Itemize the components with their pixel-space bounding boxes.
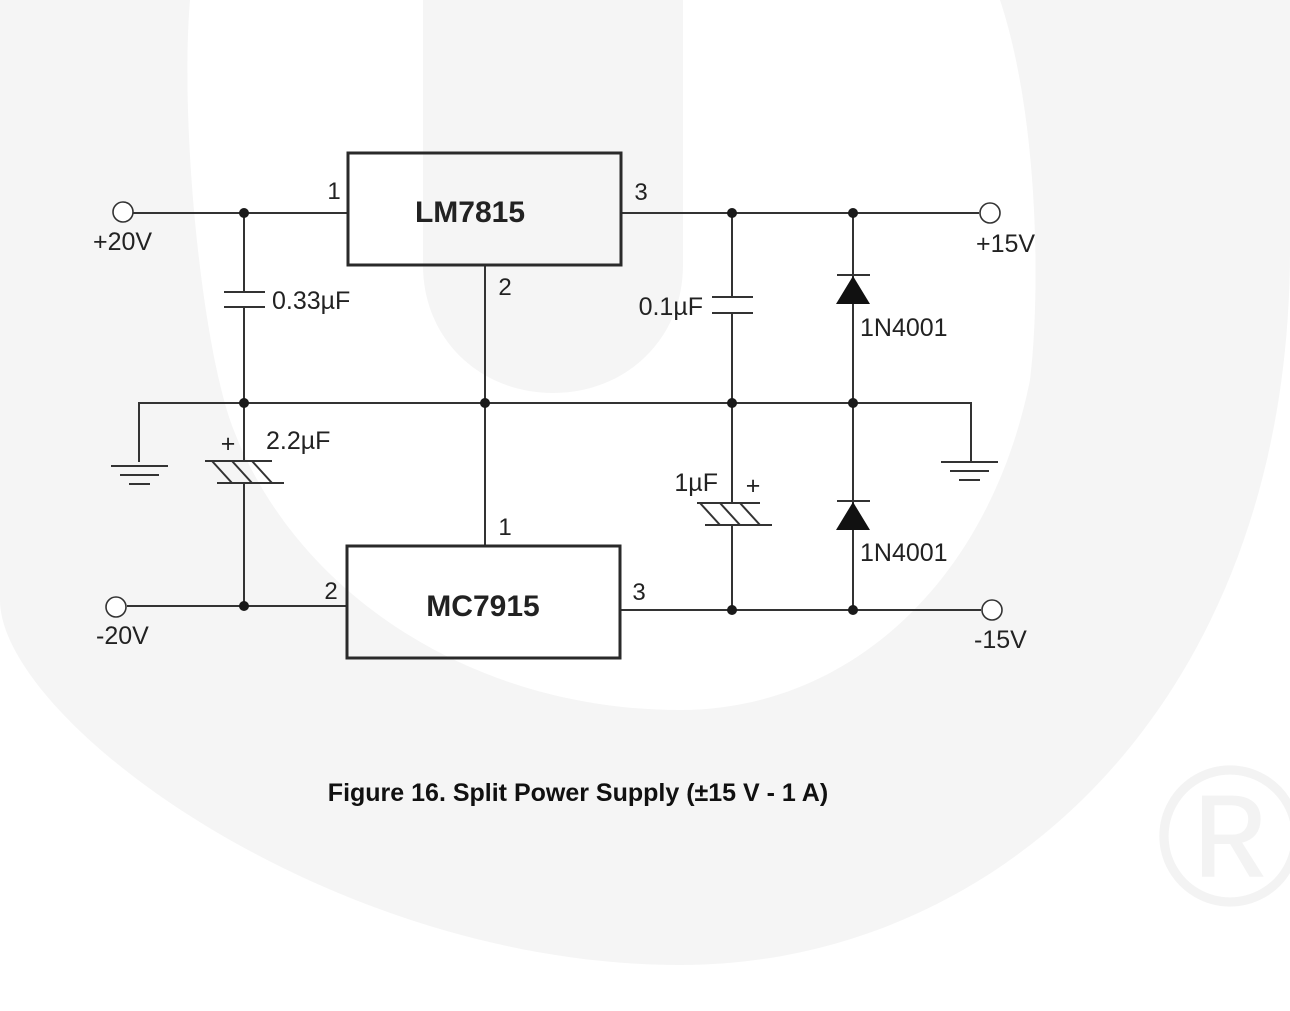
junction-dot xyxy=(727,208,737,218)
junction-dot xyxy=(848,398,858,408)
junction-dot xyxy=(239,208,249,218)
terminal-out-neg xyxy=(981,599,1003,621)
junction-dot xyxy=(848,208,858,218)
junction-dot xyxy=(848,605,858,615)
terminal-out-neg-label: -15V xyxy=(974,626,1027,654)
terminal-in-pos-label: +20V xyxy=(93,228,152,256)
capacitor-hatch xyxy=(719,502,741,526)
diode-d1-label: 1N4001 xyxy=(860,314,948,342)
capacitor-hatch xyxy=(739,502,761,526)
junction-dot xyxy=(239,601,249,611)
capacitor-hatch xyxy=(211,460,233,484)
terminal-in-pos xyxy=(112,201,134,223)
capacitor-c01: 0.1µF xyxy=(639,293,753,321)
junction-dot xyxy=(727,398,737,408)
capacitor-hatch xyxy=(699,502,721,526)
diode-triangle xyxy=(836,276,870,304)
ground-left-icon xyxy=(111,465,168,485)
capacitor-hatch xyxy=(251,460,273,484)
junction-dot xyxy=(480,398,490,408)
diode-d2: 1N4001 xyxy=(836,500,948,567)
regulator-mc7915 xyxy=(345,544,622,660)
capacitor-hatch xyxy=(231,460,253,484)
capacitor-c01-label: 0.1µF xyxy=(639,293,703,321)
capacitor-c033-label: 0.33µF xyxy=(272,287,350,315)
terminal-in-neg xyxy=(105,596,127,618)
mc7915-pin-3: 3 xyxy=(632,579,645,606)
mc7915-pin-1: 1 xyxy=(498,514,511,541)
terminal-out-pos xyxy=(979,202,1001,224)
diode-d1: 1N4001 xyxy=(836,274,948,342)
capacitor-c22-polarity: + xyxy=(221,430,236,458)
watermark-u-stem xyxy=(423,0,683,393)
junctions xyxy=(239,208,858,615)
wire-ground-rail xyxy=(138,402,972,462)
capacitor-c1: 1µF + xyxy=(674,469,772,526)
diode-d2-label: 1N4001 xyxy=(860,539,948,567)
ground-right-icon xyxy=(941,461,998,481)
lm7815-pin-3: 3 xyxy=(634,179,647,206)
capacitor-c033: 0.33µF xyxy=(224,287,350,315)
capacitor-c1-polarity: + xyxy=(746,472,761,500)
registered-mark: ® xyxy=(1156,725,1290,948)
regulator-lm7815 xyxy=(346,151,623,267)
capacitor-c22-label: 2.2µF xyxy=(266,427,330,455)
capacitor-c22: + 2.2µF xyxy=(205,427,330,484)
terminal-in-neg-label: -20V xyxy=(96,622,149,650)
capacitor-c1-label: 1µF xyxy=(674,469,718,497)
watermark-ring xyxy=(0,0,1290,965)
junction-dot xyxy=(727,605,737,615)
regulator-mc7915-label: MC7915 xyxy=(426,590,539,623)
lm7815-pin-1: 1 xyxy=(327,178,340,205)
wires xyxy=(127,212,981,611)
terminal-out-pos-label: +15V xyxy=(976,230,1035,258)
junction-dot xyxy=(239,398,249,408)
figure-caption: Figure 16. Split Power Supply (±15 V - 1… xyxy=(328,779,828,807)
diode-triangle xyxy=(836,502,870,530)
regulator-lm7815-label: LM7815 xyxy=(415,196,525,229)
mc7915-pin-2: 2 xyxy=(324,578,337,605)
watermark-logo: ® xyxy=(0,0,1290,965)
lm7815-pin-2: 2 xyxy=(498,274,511,301)
